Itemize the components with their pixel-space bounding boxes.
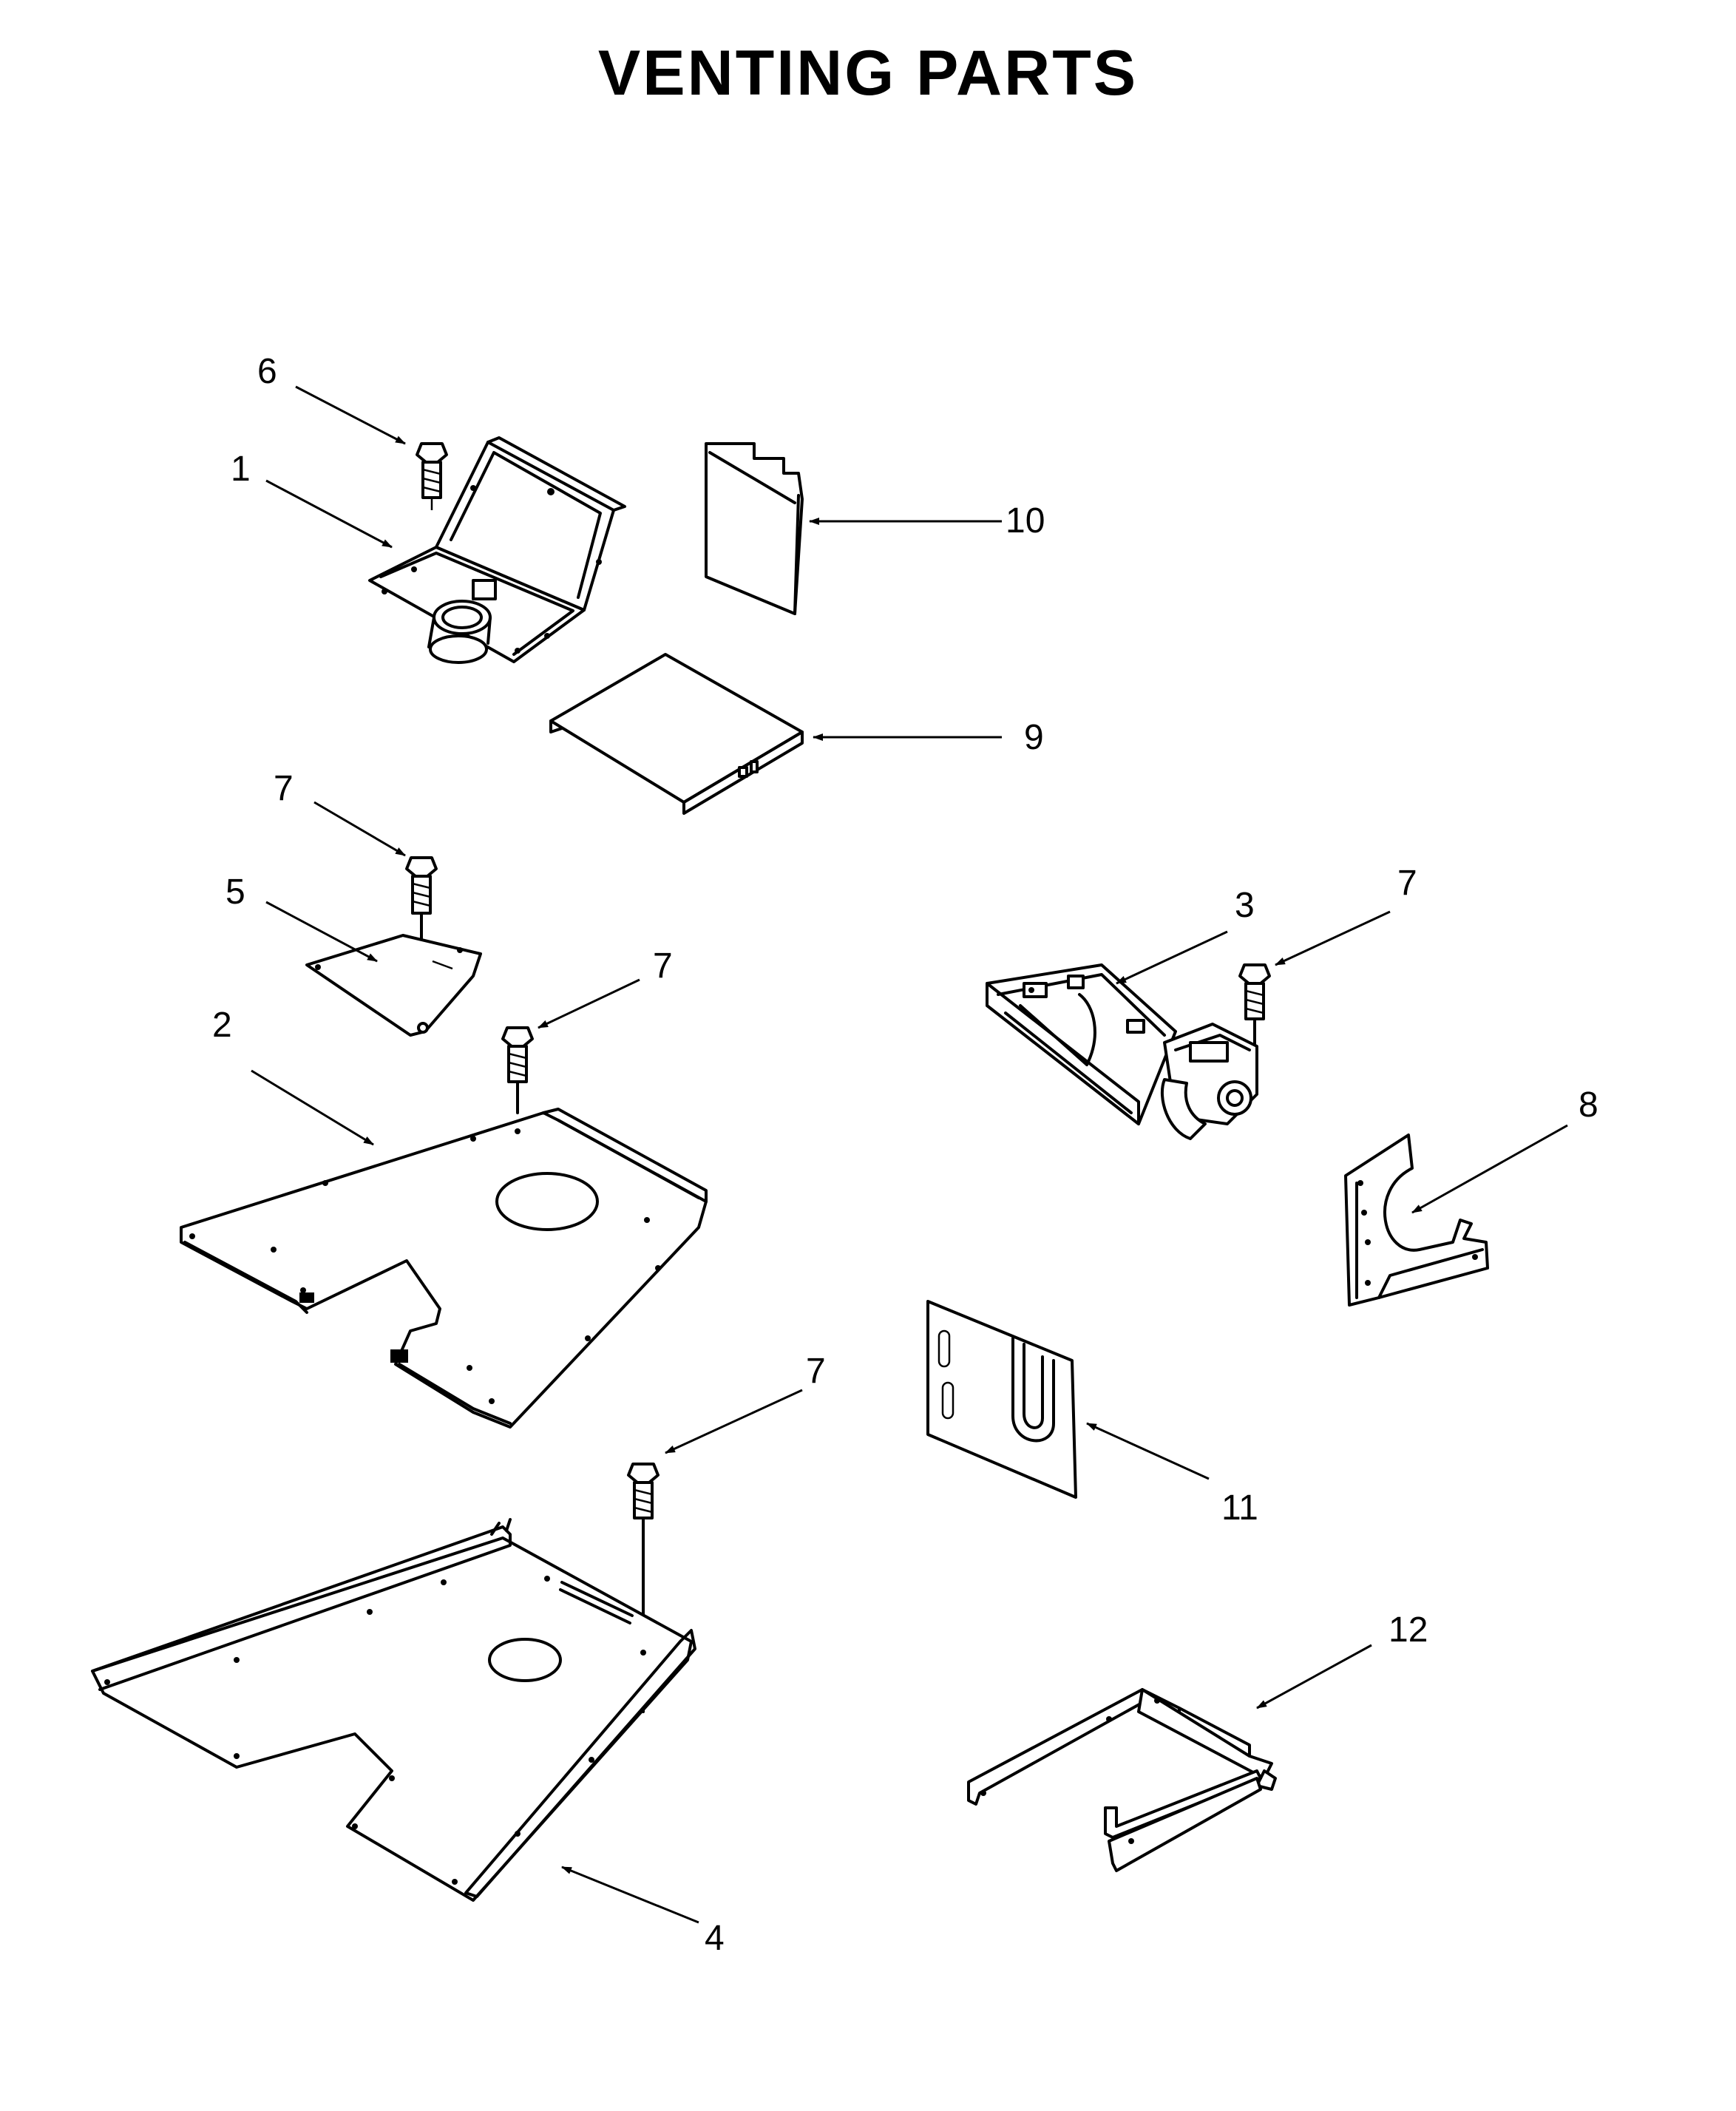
callout-7-right: 7 bbox=[1397, 864, 1417, 903]
leader-4 bbox=[561, 1866, 699, 1924]
part-7-screw-right bbox=[1238, 963, 1271, 1051]
part-3-motor-assembly bbox=[986, 963, 1258, 1140]
callout-3: 3 bbox=[1235, 886, 1255, 925]
callout-2: 2 bbox=[212, 1006, 232, 1045]
leader-7-middle bbox=[538, 978, 640, 1029]
callout-12: 12 bbox=[1389, 1610, 1428, 1650]
callout-labels: 6 1 10 9 7 5 7 3 7 2 8 7 11 12 4 bbox=[212, 352, 1598, 1958]
leader-7-top-left bbox=[313, 801, 406, 857]
callout-7-bottom: 7 bbox=[806, 1352, 826, 1391]
leader-11 bbox=[1086, 1422, 1210, 1480]
part-8-bracket bbox=[1344, 1134, 1489, 1307]
leader-3 bbox=[1116, 930, 1228, 985]
part-4-base-plate bbox=[91, 1518, 696, 1902]
leader-1 bbox=[265, 479, 393, 549]
leader-5 bbox=[265, 901, 378, 963]
part-2-baffle-plate bbox=[180, 1108, 708, 1429]
leader-7-right bbox=[1275, 910, 1391, 966]
callout-9: 9 bbox=[1024, 718, 1044, 757]
part-6-screw bbox=[416, 442, 448, 510]
callout-4: 4 bbox=[705, 1919, 725, 1958]
callout-5: 5 bbox=[226, 872, 245, 912]
part-5-plate bbox=[305, 934, 482, 1037]
leader-7-bottom bbox=[665, 1389, 803, 1454]
part-10-panel bbox=[705, 442, 804, 615]
part-7-screw-middle bbox=[501, 1026, 534, 1114]
leader-8 bbox=[1411, 1124, 1568, 1214]
callout-7-top-left: 7 bbox=[274, 769, 294, 808]
part-11-slotted-plate bbox=[926, 1300, 1077, 1499]
callout-11: 11 bbox=[1221, 1488, 1258, 1528]
part-12-frame bbox=[967, 1688, 1277, 1872]
callout-7-middle: 7 bbox=[653, 946, 673, 986]
part-7-screw-top-left bbox=[405, 856, 438, 1018]
diagram-title: VENTING PARTS bbox=[597, 38, 1139, 109]
callout-1: 1 bbox=[231, 450, 251, 489]
part-9-tray bbox=[549, 653, 804, 815]
callout-10: 10 bbox=[1006, 501, 1045, 541]
leader-12 bbox=[1256, 1644, 1372, 1710]
part-1-vent-box bbox=[368, 436, 626, 664]
leader-2 bbox=[251, 1069, 374, 1146]
callout-8: 8 bbox=[1579, 1085, 1598, 1125]
leader-6 bbox=[295, 385, 406, 445]
callout-6: 6 bbox=[257, 352, 277, 391]
leader-lines bbox=[251, 385, 1568, 1924]
